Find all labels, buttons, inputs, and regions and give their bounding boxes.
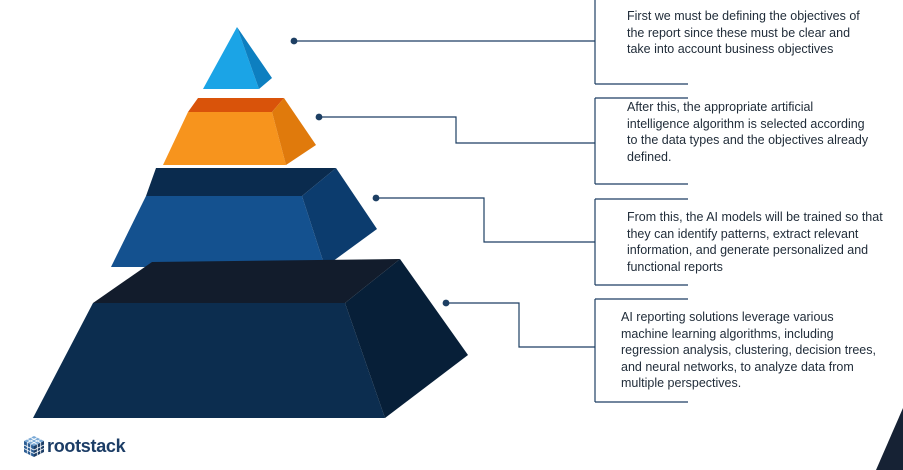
pyramid-level-2-side [272, 98, 316, 165]
connector-3 [372, 194, 688, 286]
cube-logo-icon [23, 436, 45, 457]
pyramid-level-1-front [203, 27, 259, 89]
pyramid-level-3-side [302, 168, 377, 267]
pyramid-level-2-front [163, 112, 286, 165]
brand-logo-text: rootstack [47, 435, 126, 456]
level-1-description: First we must be defining the objectives… [627, 9, 860, 56]
pyramid-level-3-front [111, 196, 325, 267]
pyramid-level-2-top [188, 98, 284, 112]
brand-logo: rootstack [22, 434, 126, 458]
level-4-description: AI reporting solutions leverage various … [621, 310, 876, 390]
pyramid-level-4-top [93, 259, 400, 303]
connector-2-line [319, 116, 595, 144]
pyramid-level-1 [203, 27, 272, 89]
connector-3-line [376, 197, 595, 243]
level-3-description: From this, the AI models will be trained… [627, 210, 883, 274]
pyramid-level-4-side [345, 259, 468, 418]
connector-4-line [446, 302, 595, 348]
pyramid-level-2 [163, 98, 316, 165]
pyramid-level-3 [111, 168, 377, 267]
connector-4 [442, 298, 688, 403]
pyramid-level-1-side [237, 27, 272, 89]
pyramid-level-4 [33, 259, 468, 418]
pyramid-level-4-front [33, 303, 385, 418]
connector-2 [315, 97, 688, 185]
connector-1 [290, 0, 688, 85]
level-2-description: After this, the appropriate artificial i… [627, 100, 869, 164]
corner-accent [876, 408, 903, 470]
pyramid-level-3-top [146, 168, 336, 196]
